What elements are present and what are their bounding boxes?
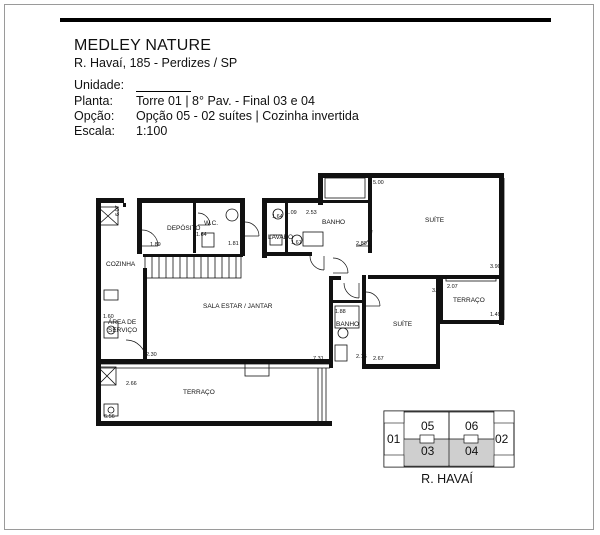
dim-label: 2.53: [306, 210, 317, 216]
room-terraco-1: TERRAÇO: [183, 389, 215, 396]
room-banho-2: BANHO: [336, 321, 359, 328]
dim-label: 3.90: [490, 264, 501, 270]
dim-label: 1.61: [291, 240, 302, 246]
dim-label: 5.00: [373, 180, 384, 186]
dim-label: 2.67: [373, 356, 384, 362]
key-unit-02: 02: [495, 432, 509, 446]
key-unit-05: 05: [421, 419, 435, 433]
dim-label: 1.09: [286, 210, 297, 216]
glazing: [96, 177, 505, 421]
project-title: MEDLEY NATURE: [74, 37, 212, 54]
room-labels: DEPÓSITO W.C. LAVABO BANHO SUÍTE COZINHA…: [106, 215, 485, 396]
info-value: Opção 05 - 02 suítes | Cozinha invertida: [136, 109, 359, 123]
walls: [96, 173, 504, 426]
room-deposito: DEPÓSITO: [167, 223, 200, 232]
dim-label: 6.07: [115, 205, 121, 216]
room-wc: W.C.: [204, 220, 218, 227]
info-label: Planta:: [74, 94, 113, 108]
unit-blank-line: [136, 91, 191, 92]
fixtures: [103, 208, 360, 417]
dim-label: 1.60: [103, 314, 114, 320]
dim-label: 2.80: [356, 241, 367, 247]
street-label: R. HAVAÍ: [421, 472, 473, 486]
dimension-labels: 6.07 1.89 1.64 1.81 1.09 1.64 2.53 1.61 …: [103, 180, 501, 420]
doors: [125, 212, 381, 361]
room-lavabo: LAVABO: [268, 234, 293, 241]
room-area-servico-1: ÁREA DE: [108, 317, 137, 326]
dim-label: 1.64: [272, 214, 283, 220]
dim-label: 1.89: [150, 242, 161, 248]
project-address: R. Havaí, 185 - Perdizes / SP: [74, 56, 238, 70]
key-plan: 05 06 03 04 01 02: [383, 410, 515, 468]
info-value: 1:100: [136, 124, 168, 138]
dim-label: 3.24: [432, 288, 443, 294]
dim-label: 7.31: [313, 356, 324, 362]
dim-label: 1.81: [228, 241, 239, 247]
dim-label: 1.49: [490, 312, 501, 318]
room-suite-2: SUÍTE: [393, 319, 413, 328]
dim-label: 2.07: [447, 284, 458, 290]
header-rule: [60, 18, 551, 22]
page-frame: [4, 4, 594, 530]
key-unit-01: 01: [387, 432, 401, 446]
room-sala: SALA ESTAR / JANTAR: [203, 303, 273, 310]
dim-label: 2.30: [146, 352, 157, 358]
dim-label: 1.64: [196, 232, 207, 238]
dim-label: 2.66: [126, 381, 137, 387]
info-label: Opção:: [74, 109, 115, 123]
info-label: Escala:: [74, 124, 115, 138]
room-area-servico-2: SERVIÇO: [108, 327, 137, 334]
dim-label: 2.15: [356, 354, 367, 360]
info-value: Torre 01 | 8° Pav. - Final 03 e 04: [136, 94, 315, 108]
key-unit-03: 03: [421, 444, 435, 458]
dim-label: 1.88: [335, 309, 346, 315]
key-unit-04: 04: [465, 444, 479, 458]
info-label: Unidade:: [74, 78, 125, 92]
room-cozinha: COZINHA: [106, 261, 136, 268]
room-terraco-2: TERRAÇO: [453, 297, 485, 304]
key-unit-06: 06: [465, 419, 479, 433]
stair-block: [144, 255, 242, 279]
room-banho-1: BANHO: [322, 219, 345, 226]
room-suite-1: SUÍTE: [425, 215, 445, 224]
dim-label: 6.56: [104, 414, 115, 420]
